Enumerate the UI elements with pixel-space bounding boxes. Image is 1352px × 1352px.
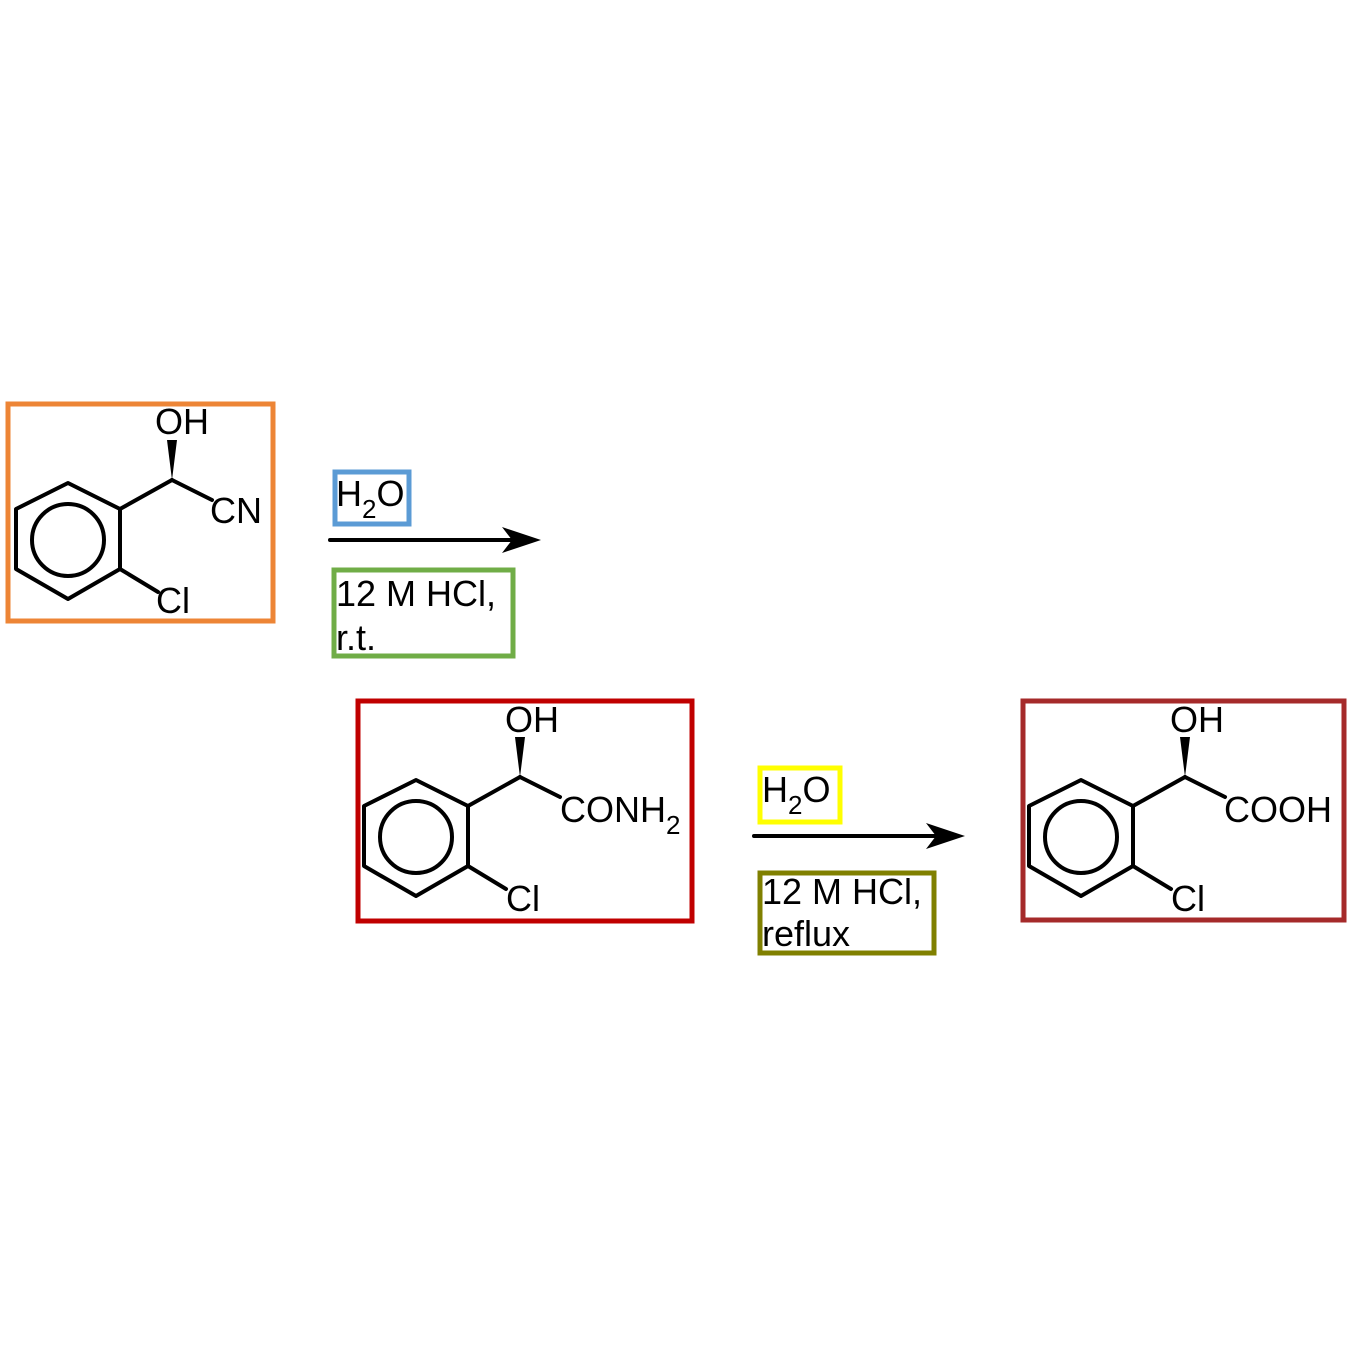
ring-to-cl-bond [466, 864, 508, 891]
intermediate-molecule: OH CONH2 Cl [355, 698, 695, 924]
reagent-box-2 [757, 765, 843, 825]
reagent-box-1 [332, 469, 412, 527]
oh-label: OH [155, 401, 209, 442]
wedge-bond [515, 737, 525, 777]
cl-label: Cl [506, 878, 540, 919]
product-box [1020, 698, 1347, 923]
wedge-bond [167, 440, 177, 480]
oh-label: OH [1170, 699, 1224, 740]
cl-label: Cl [156, 580, 190, 621]
reagent-water-2: H2O [762, 769, 830, 820]
aromatic-circle [30, 502, 106, 578]
arrow-head-1 [502, 527, 541, 553]
conditions-1-line-2: r.t. [336, 617, 376, 658]
conh2-label: CONH2 [560, 789, 680, 840]
conditions-box-2 [757, 870, 937, 956]
chiral-to-cn-bond [170, 478, 214, 502]
reaction-step-2: H2O 12 M HCl, reflux [752, 765, 965, 956]
ring-to-cl-bond [118, 567, 160, 594]
conditions-2-line-2: reflux [762, 913, 850, 954]
chiral-to-conh2-bond [518, 775, 562, 799]
conditions-2-line-1: 12 M HCl, [762, 871, 922, 912]
aromatic-circle [378, 799, 454, 875]
cn-label: CN [210, 490, 262, 531]
ring-to-chiral-bond [466, 775, 522, 808]
reaction-step-1: H2O 12 M HCl, r.t. [328, 469, 541, 659]
ring-to-chiral-bond [118, 478, 174, 511]
cooh-label: COOH [1224, 789, 1332, 830]
cl-label: Cl [1171, 878, 1205, 919]
aromatic-circle [1043, 799, 1119, 875]
ring-to-chiral-bond [1131, 775, 1187, 808]
reactant-molecule: OH CN Cl [5, 401, 276, 624]
conditions-box-1 [331, 567, 516, 659]
product-molecule: OH COOH Cl [1020, 698, 1347, 923]
reagent-water-1: H2O [336, 473, 404, 524]
arrow-head-2 [926, 823, 965, 849]
chiral-to-cooh-bond [1183, 775, 1227, 799]
oh-label: OH [505, 699, 559, 740]
reactant-box [5, 401, 276, 624]
conditions-1-line-1: 12 M HCl, [336, 573, 496, 614]
ring-to-cl-bond [1131, 864, 1173, 891]
wedge-bond [1180, 737, 1190, 777]
intermediate-box [355, 698, 695, 924]
